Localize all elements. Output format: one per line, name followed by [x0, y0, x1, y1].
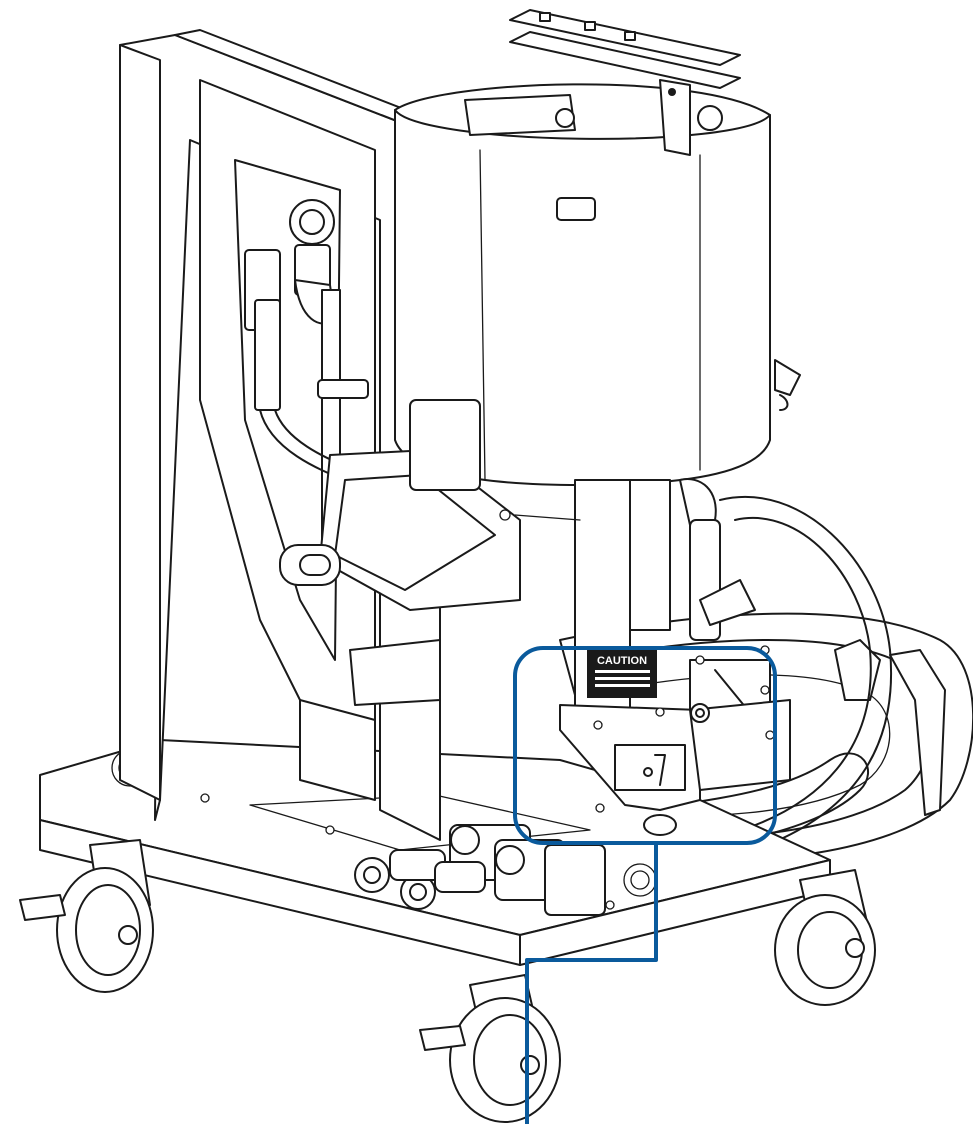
caution-label: CAUTION: [597, 655, 647, 667]
detail-callout: [513, 646, 777, 1124]
caster-right: [774, 869, 876, 1006]
caster-front-left: [19, 839, 154, 993]
lid-latch: [509, 9, 741, 156]
tank-sight-window: [556, 197, 596, 221]
caution-plate: CAUTION: [587, 650, 657, 698]
quick-connect-fittings: [354, 824, 606, 916]
caution-label-bg: [587, 650, 657, 698]
caster-front-center: [419, 974, 561, 1123]
mount-clamp: [559, 645, 791, 836]
callout-box: [513, 646, 777, 845]
callout-leader: [525, 841, 658, 1124]
